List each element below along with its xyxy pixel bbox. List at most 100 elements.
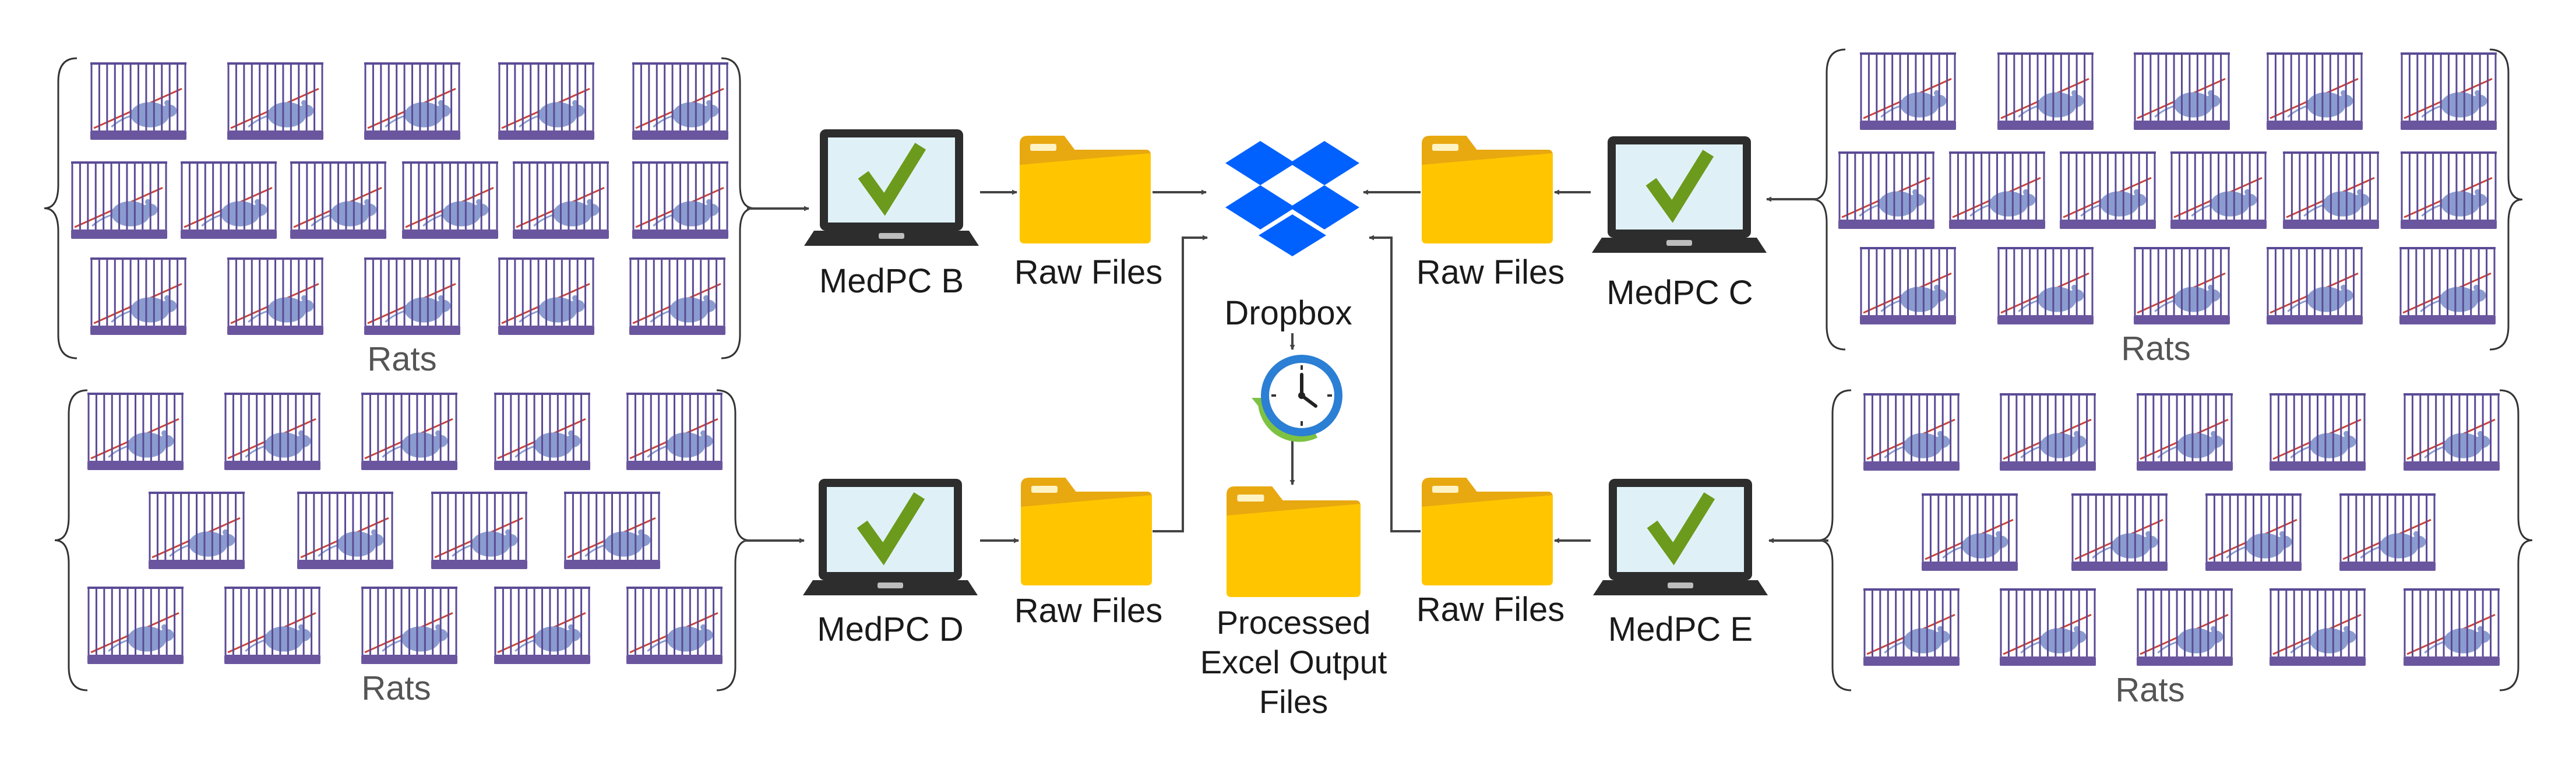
rat-cage-icon — [1838, 151, 1934, 229]
folder-icon — [1021, 478, 1152, 585]
rat-cage-icon — [364, 257, 460, 335]
rat-cage-icon — [2134, 247, 2230, 324]
rat-cage-icon — [224, 587, 320, 664]
curly-brace-icon — [44, 57, 77, 359]
rat-cage-icon — [1949, 151, 2045, 229]
check-icon — [857, 492, 925, 566]
rat-cage-icon — [2170, 151, 2267, 229]
rat-cage-icon — [632, 62, 728, 140]
raw-files-label-d: Raw Files — [1014, 592, 1163, 630]
rat-cage-icon — [149, 492, 245, 569]
check-icon — [1645, 150, 1714, 223]
rat-cage-icon — [2267, 247, 2363, 324]
raw-files-label-c: Raw Files — [1416, 253, 1565, 291]
rat-cage-icon — [2283, 151, 2379, 229]
rat-cage-icon — [2137, 588, 2233, 666]
rat-cage-icon — [2205, 493, 2302, 571]
rat-cage-icon — [1997, 247, 2094, 324]
rat-cage-icon — [2339, 493, 2436, 571]
arrow-icon — [1153, 235, 1208, 532]
rat-cage-icon — [2000, 393, 2096, 471]
rat-cage-icon — [1860, 52, 1956, 130]
check-icon — [1647, 492, 1715, 566]
rat-cage-icon — [1863, 393, 1960, 471]
rat-cage-icon — [1997, 52, 2094, 130]
rat-cage-icon — [227, 62, 323, 140]
curly-brace-icon — [54, 389, 88, 691]
rat-cage-icon — [402, 161, 498, 239]
connectors — [743, 189, 1828, 543]
medpc-b-label: MedPC B — [819, 262, 964, 300]
rat-cage-icon — [90, 257, 186, 335]
curly-brace-icon — [2489, 48, 2523, 351]
rat-cage-icon — [87, 393, 184, 470]
rat-cage-icon — [2399, 247, 2496, 324]
rat-cage-icon — [364, 62, 460, 140]
laptop-icon — [804, 129, 979, 246]
computers — [803, 129, 1768, 595]
rat-cage-icon — [87, 587, 184, 664]
laptop-icon — [1593, 479, 1768, 595]
rat-cage-icon — [2137, 393, 2233, 471]
rat-cage-icon — [494, 587, 590, 664]
laptop-icon — [1592, 136, 1767, 253]
folder-icon — [1020, 136, 1151, 243]
rat-cage-icon — [632, 161, 728, 239]
folder-icon — [1227, 486, 1361, 597]
processed-label-line-2: Excel Output — [1200, 644, 1387, 680]
rat-cage-icon — [2270, 588, 2366, 666]
processed-label-line-3: Files — [1259, 683, 1328, 720]
folder-icon — [1422, 136, 1553, 243]
rat-cage-icon — [498, 62, 594, 140]
rat-cage-icon — [71, 161, 167, 239]
rat-cage-icon — [1863, 588, 1960, 666]
rat-cage-icon — [297, 492, 393, 569]
rat-cage-icon — [181, 161, 277, 239]
clock-icon — [1252, 355, 1342, 442]
medpc-d-label: MedPC D — [817, 610, 963, 648]
rat-cage-icon — [431, 492, 527, 569]
laptop-icon — [803, 479, 978, 595]
medpc-e-label: MedPC E — [1608, 610, 1753, 648]
rat-cage-icon — [626, 393, 723, 470]
folder-icon — [1422, 478, 1553, 585]
dropbox-label: Dropbox — [1224, 294, 1352, 332]
rat-cage-icon — [2000, 588, 2096, 666]
rat-cage-icon — [227, 257, 323, 335]
rat-cage-icon — [361, 393, 457, 470]
rat-cage-icon — [1922, 493, 2018, 571]
folders — [1020, 136, 1553, 597]
rat-cage-icon — [498, 257, 594, 335]
rat-cage-icon — [90, 62, 186, 140]
rat-cage-icon — [361, 587, 457, 664]
check-icon — [858, 143, 926, 216]
rat-cage-icon — [2134, 52, 2230, 130]
rat-cage-icon — [224, 393, 320, 470]
rat-cage-icon — [2071, 493, 2168, 571]
dropbox-icon — [1225, 141, 1359, 256]
rat-cage-icon — [2267, 52, 2363, 130]
rat-cage-icon — [290, 161, 386, 239]
rat-cage-icon — [1860, 247, 1956, 324]
arrow-icon — [1369, 235, 1421, 532]
rat-cage-icon — [2060, 151, 2156, 229]
rats-label-top-left: Rats — [367, 340, 436, 378]
rats-label-top-right: Rats — [2121, 330, 2190, 368]
rats-label-bottom-right: Rats — [2115, 671, 2184, 709]
raw-files-label-e: Raw Files — [1416, 591, 1565, 629]
rat-cage-icon — [564, 492, 660, 569]
rat-cage-icon — [2404, 588, 2500, 666]
rat-cage-icon — [2401, 151, 2497, 229]
rat-cage-icon — [2270, 393, 2366, 471]
rat-cage-icon — [513, 161, 609, 239]
rat-cage-icon — [629, 257, 725, 335]
curly-brace-icon — [2499, 389, 2533, 691]
rat-cage-icon — [626, 587, 723, 664]
rat-cage-icon — [494, 393, 590, 470]
rat-cages — [71, 52, 2500, 666]
rats-label-bottom-left: Rats — [361, 669, 431, 707]
medpc-c-label: MedPC C — [1606, 274, 1753, 312]
rat-cage-icon — [2404, 393, 2500, 471]
processed-label-line-1: Processed — [1217, 604, 1371, 641]
